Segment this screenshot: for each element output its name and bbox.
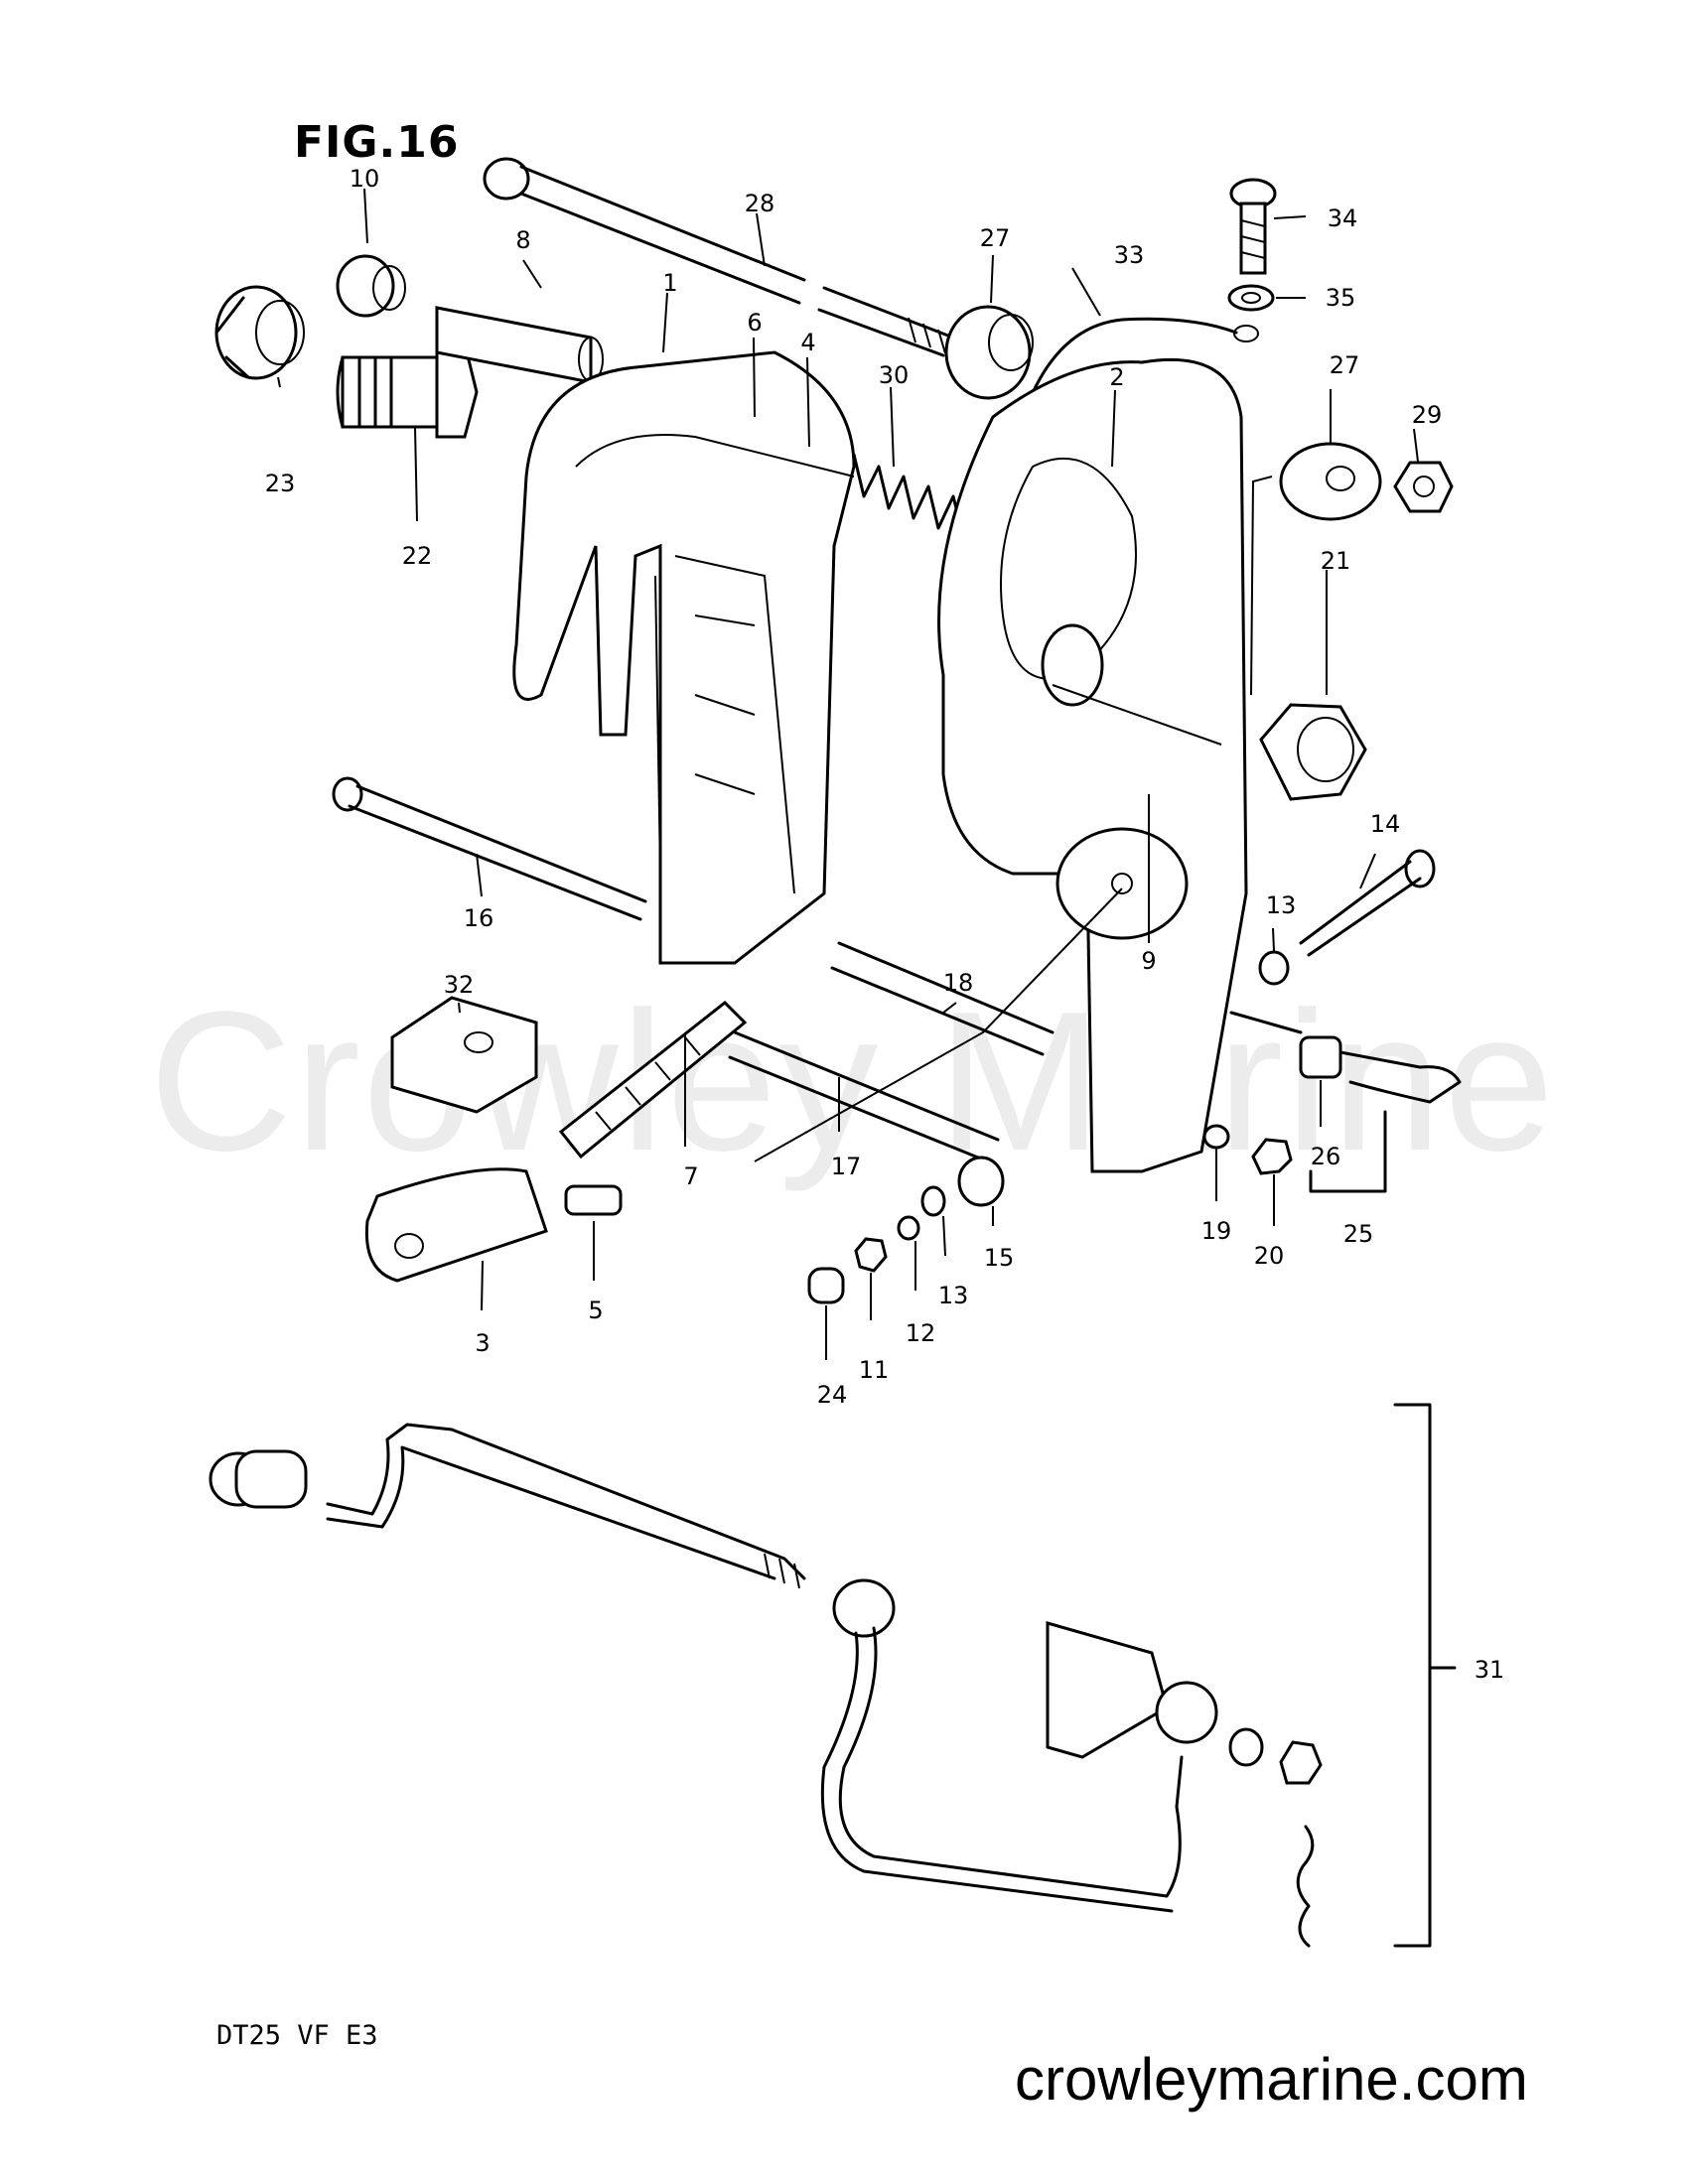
part-28-bolt xyxy=(483,157,955,357)
callout-13-upper: 13 xyxy=(1265,891,1297,919)
part-13-washer-lower xyxy=(920,1185,946,1217)
part-13-washer xyxy=(1258,950,1290,986)
callout-12: 12 xyxy=(905,1319,936,1347)
callout-24: 24 xyxy=(816,1381,848,1409)
part-11-nut xyxy=(854,1237,888,1273)
part-31-tilt-lever-assembly xyxy=(209,1423,1323,1948)
assembly-bracket-25 xyxy=(1309,1110,1387,1193)
leader-lines xyxy=(277,188,1419,1360)
part-24-cap xyxy=(807,1267,845,1304)
part-20-nut xyxy=(1251,1138,1293,1175)
part-16-bolt xyxy=(332,776,647,921)
callout-11: 11 xyxy=(858,1356,890,1384)
part-1-clamp-bracket xyxy=(512,350,856,965)
callout-16: 16 xyxy=(463,904,494,932)
callout-34: 34 xyxy=(1327,205,1358,232)
part-25-tube xyxy=(1229,1011,1462,1104)
callout-26: 26 xyxy=(1310,1143,1341,1170)
callout-1: 1 xyxy=(662,269,678,297)
callout-7: 7 xyxy=(683,1162,699,1190)
callout-15: 15 xyxy=(983,1244,1015,1272)
callout-9: 9 xyxy=(1141,947,1157,975)
callout-17: 17 xyxy=(830,1153,862,1180)
part-2-swivel-bracket xyxy=(937,357,1248,1173)
part-34-screw xyxy=(1229,178,1277,275)
part-22-tube xyxy=(336,341,479,439)
part-26-fitting xyxy=(1299,1035,1342,1079)
part-27-collar xyxy=(944,305,1034,400)
callout-8: 8 xyxy=(515,226,531,254)
part-19-clip xyxy=(1202,1124,1230,1150)
callout-35: 35 xyxy=(1325,284,1356,312)
callout-28: 28 xyxy=(744,190,775,217)
part-35-washer xyxy=(1227,284,1275,312)
callout-5: 5 xyxy=(588,1297,604,1324)
part-12-lockwasher xyxy=(897,1215,920,1241)
callout-22: 22 xyxy=(401,542,433,570)
part-14-bolt xyxy=(1299,849,1436,957)
model-code: DT25 VF E3 xyxy=(216,2020,378,2051)
callout-2: 2 xyxy=(1109,363,1125,391)
callout-27-upper: 27 xyxy=(979,224,1011,252)
part-23-bushing xyxy=(214,285,305,380)
callout-30: 30 xyxy=(878,361,910,389)
part-5-pin xyxy=(564,1184,623,1216)
callout-27-lower: 27 xyxy=(1329,351,1360,379)
callout-10: 10 xyxy=(349,165,380,193)
callout-21: 21 xyxy=(1320,547,1351,575)
part-9-plate xyxy=(1055,827,1189,940)
part-27-washer xyxy=(1279,442,1382,521)
callout-31: 31 xyxy=(1474,1656,1505,1684)
site-url: crowleymarine.com xyxy=(1015,2046,1528,2113)
part-18-rod xyxy=(830,941,1055,1056)
callout-25: 25 xyxy=(1342,1220,1374,1248)
part-21-nut xyxy=(1259,703,1367,801)
part-10-collar xyxy=(336,254,406,318)
part-17-rod xyxy=(728,1030,1000,1163)
callout-19: 19 xyxy=(1200,1217,1232,1245)
callout-13-lower: 13 xyxy=(937,1282,969,1309)
callout-23: 23 xyxy=(264,470,296,497)
callout-3: 3 xyxy=(475,1329,491,1357)
figure-title: FIG.16 xyxy=(294,117,460,168)
part-3-lever xyxy=(364,1167,548,1283)
part-7-threaded-rod xyxy=(558,1000,748,1160)
callout-6: 6 xyxy=(747,309,763,337)
part-29-nut xyxy=(1393,461,1454,513)
callout-29: 29 xyxy=(1411,401,1443,429)
callout-20: 20 xyxy=(1253,1242,1285,1270)
callout-33: 33 xyxy=(1113,241,1145,269)
callout-18: 18 xyxy=(942,969,974,997)
part-32-block xyxy=(390,996,538,1114)
callout-32: 32 xyxy=(443,971,475,999)
callout-14: 14 xyxy=(1369,810,1401,838)
assembly-bracket-31 xyxy=(1393,1403,1457,1948)
part-15-collar xyxy=(957,1156,1005,1207)
callout-4: 4 xyxy=(800,329,816,356)
